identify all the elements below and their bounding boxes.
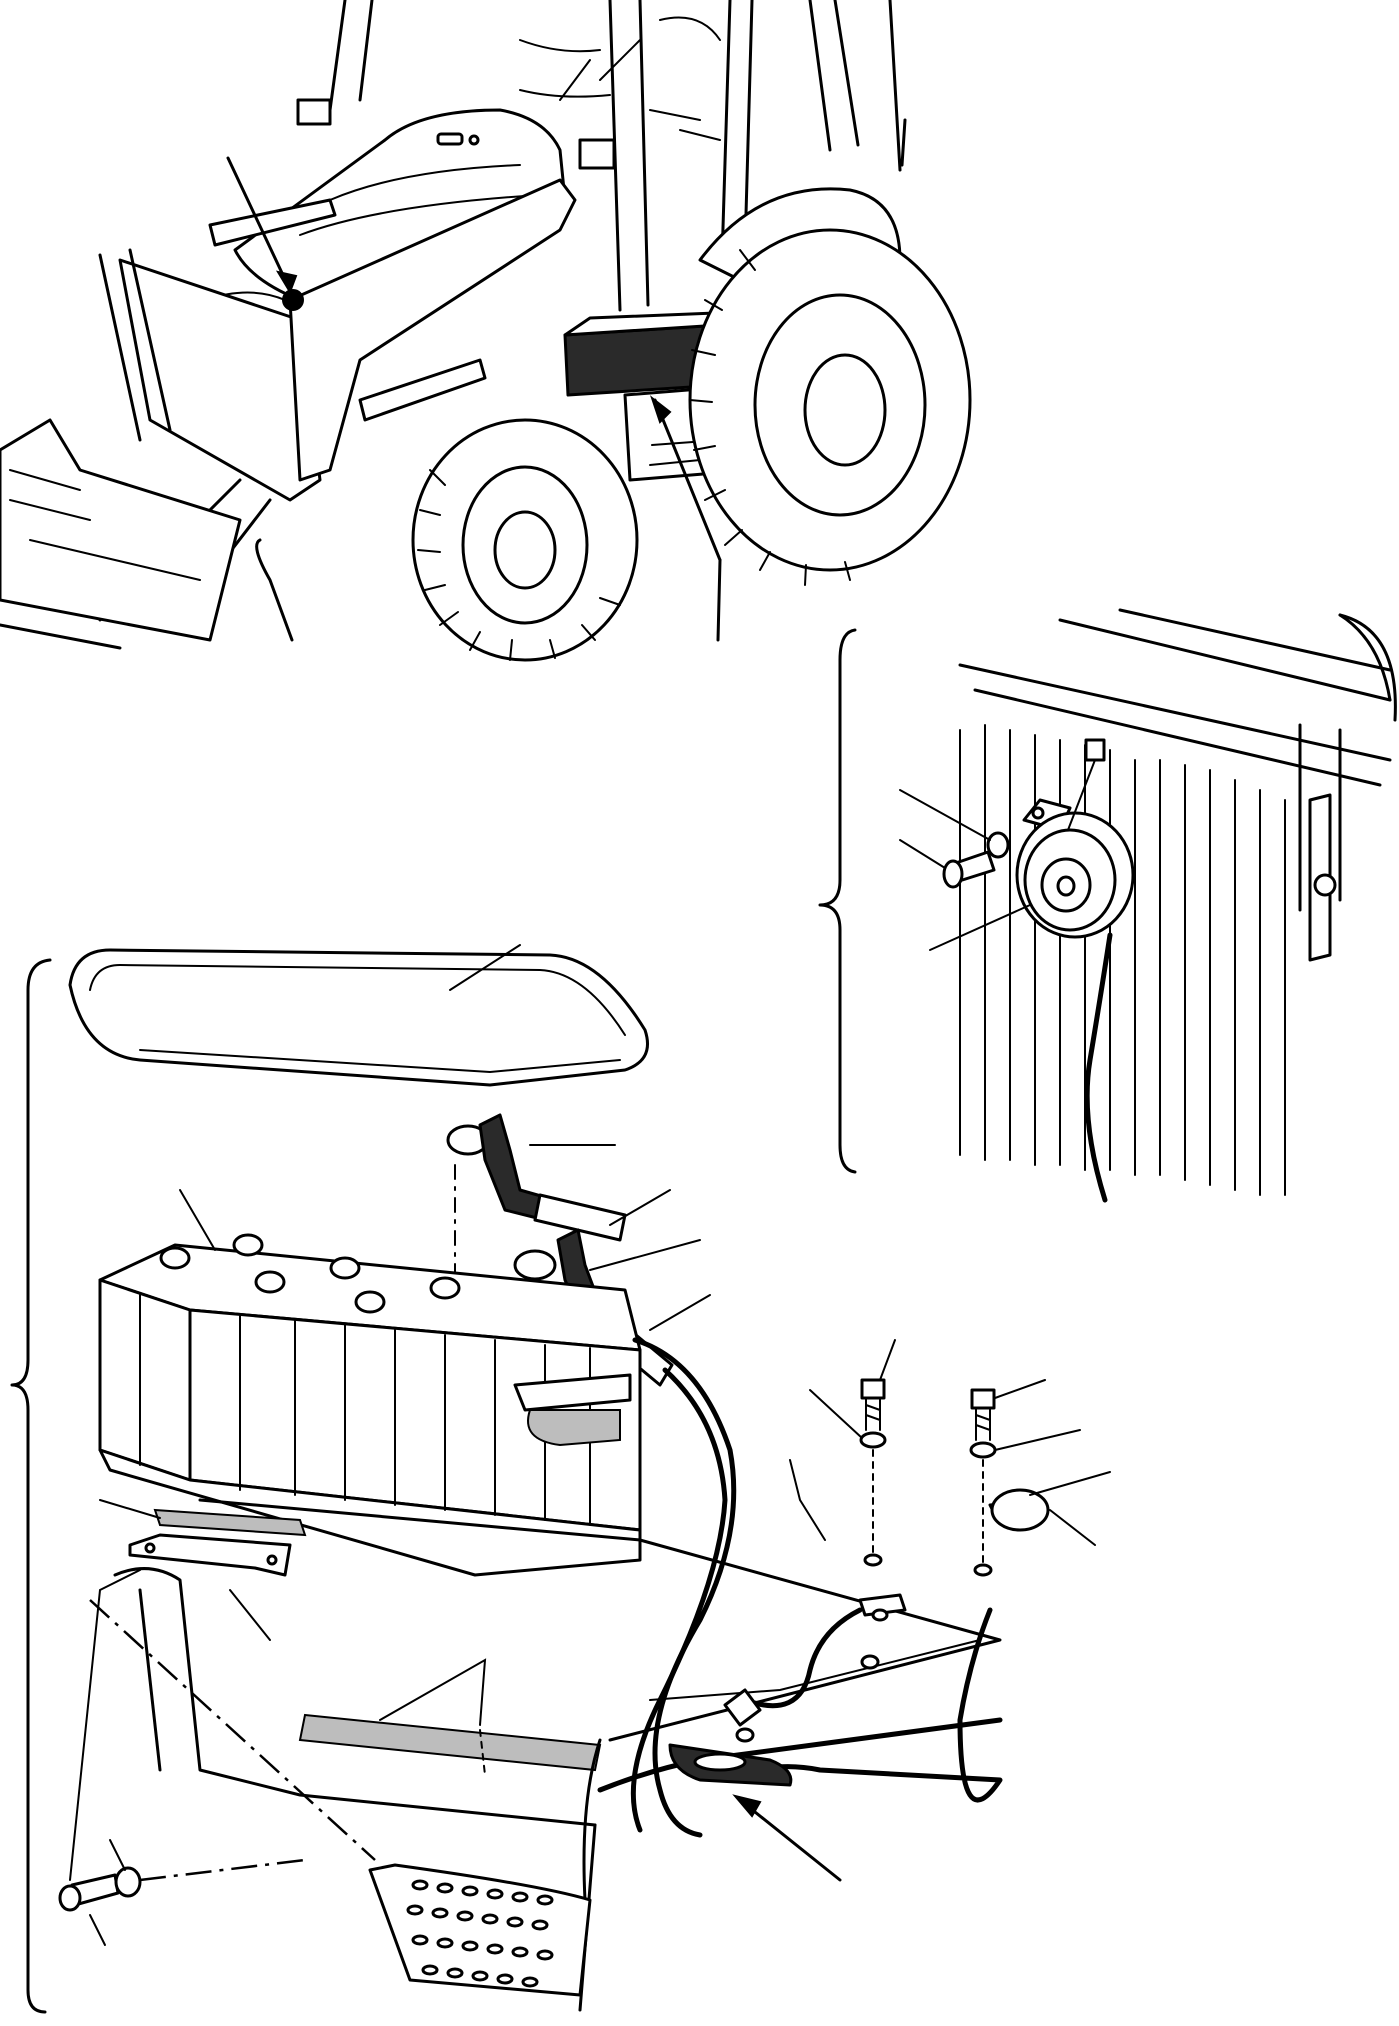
- leader-horn: [929, 904, 1031, 951]
- bolt-icon-1: [859, 1378, 887, 1567]
- engine-hood: [233, 108, 567, 302]
- loader-arms: [98, 178, 577, 632]
- tray-bolt-axis: [139, 1858, 306, 1882]
- leader-line-battery-tail: [716, 558, 722, 642]
- arrow-head-battery-icon: [650, 395, 672, 424]
- bolt-icon: [942, 850, 996, 889]
- leader-earth-strap: [789, 1459, 826, 1541]
- positive-cable: [632, 1337, 737, 1838]
- battery-hold-down-clamp: [128, 1533, 292, 1577]
- negative-cable: [630, 1367, 728, 1833]
- clamp-axis-line: [89, 1599, 376, 1861]
- leader-cover: [449, 944, 521, 991]
- mirror-right: [578, 138, 616, 170]
- rear-wheel: [688, 187, 972, 586]
- leader-tray-washer: [109, 1839, 126, 1871]
- battery-exploded-view: [10, 944, 1111, 2014]
- leader-line-frame: [255, 538, 294, 642]
- rubber-strip-upper: [153, 1508, 307, 1537]
- machine-overview-view: [0, 0, 972, 662]
- leader-bolt-1: [879, 1339, 896, 1381]
- leader-tray-bolt: [89, 1914, 106, 1946]
- connection-point-icon: [282, 289, 304, 311]
- battery-view-brace: [10, 958, 52, 2014]
- leader-cable-end: [1029, 1471, 1111, 1496]
- leader-cable-ring: [1049, 1509, 1096, 1546]
- washer-icon: [986, 831, 1010, 859]
- leader-washer-1: [809, 1389, 863, 1439]
- battery-cap-icons: [159, 1233, 461, 1314]
- battery-icon: [98, 1243, 642, 1577]
- horn-mounting-panel: [958, 608, 1397, 1196]
- leader-strip-upper: [99, 1499, 161, 1519]
- arrow-head-grommet-icon: [732, 1794, 762, 1818]
- arrow-head-icon: [275, 270, 298, 295]
- front-wheel: [411, 418, 639, 662]
- cable-ring-loop: [990, 1488, 1050, 1532]
- cab-frame: [328, 0, 907, 312]
- leader-bolt-2: [994, 1379, 1046, 1399]
- step-icon: [368, 1863, 592, 1997]
- horn-nut-icon: [1084, 738, 1106, 762]
- tray-bolt-icon: [58, 1873, 120, 1912]
- leader-clamp: [229, 1589, 271, 1641]
- leader-line-battery: [653, 398, 722, 562]
- horn-stud-line: [1067, 759, 1096, 831]
- loader-bucket: [0, 418, 242, 642]
- leader-cable-1: [609, 1189, 671, 1226]
- leader-line-connection: [226, 156, 292, 292]
- leader-cable-2: [649, 1294, 711, 1331]
- bolt-icon-2: [969, 1388, 997, 1577]
- leader-bolt: [899, 839, 946, 869]
- leader-grommet: [738, 1798, 842, 1882]
- leader-clamp-bracket: [69, 1569, 141, 1881]
- horn-icon: [1015, 798, 1135, 939]
- rubber-strip-lower: [298, 1713, 602, 1772]
- battery-cover: [68, 948, 649, 1087]
- tray-washer-icon: [114, 1866, 142, 1898]
- ground-line: [0, 623, 122, 650]
- horn-detail-view: [818, 608, 1397, 1203]
- leader-battery: [179, 1189, 216, 1251]
- horn-detail-brace: [818, 628, 857, 1174]
- cable-grommet: [668, 1743, 793, 1787]
- leader-clamp-2: [589, 1239, 701, 1271]
- mirror-left: [296, 98, 332, 126]
- leader-washer: [899, 789, 991, 841]
- leader-strip-lower: [379, 1658, 487, 1726]
- leader-washer-2: [994, 1429, 1081, 1451]
- earth-strap: [723, 1593, 907, 1727]
- horn-cable: [1084, 932, 1113, 1203]
